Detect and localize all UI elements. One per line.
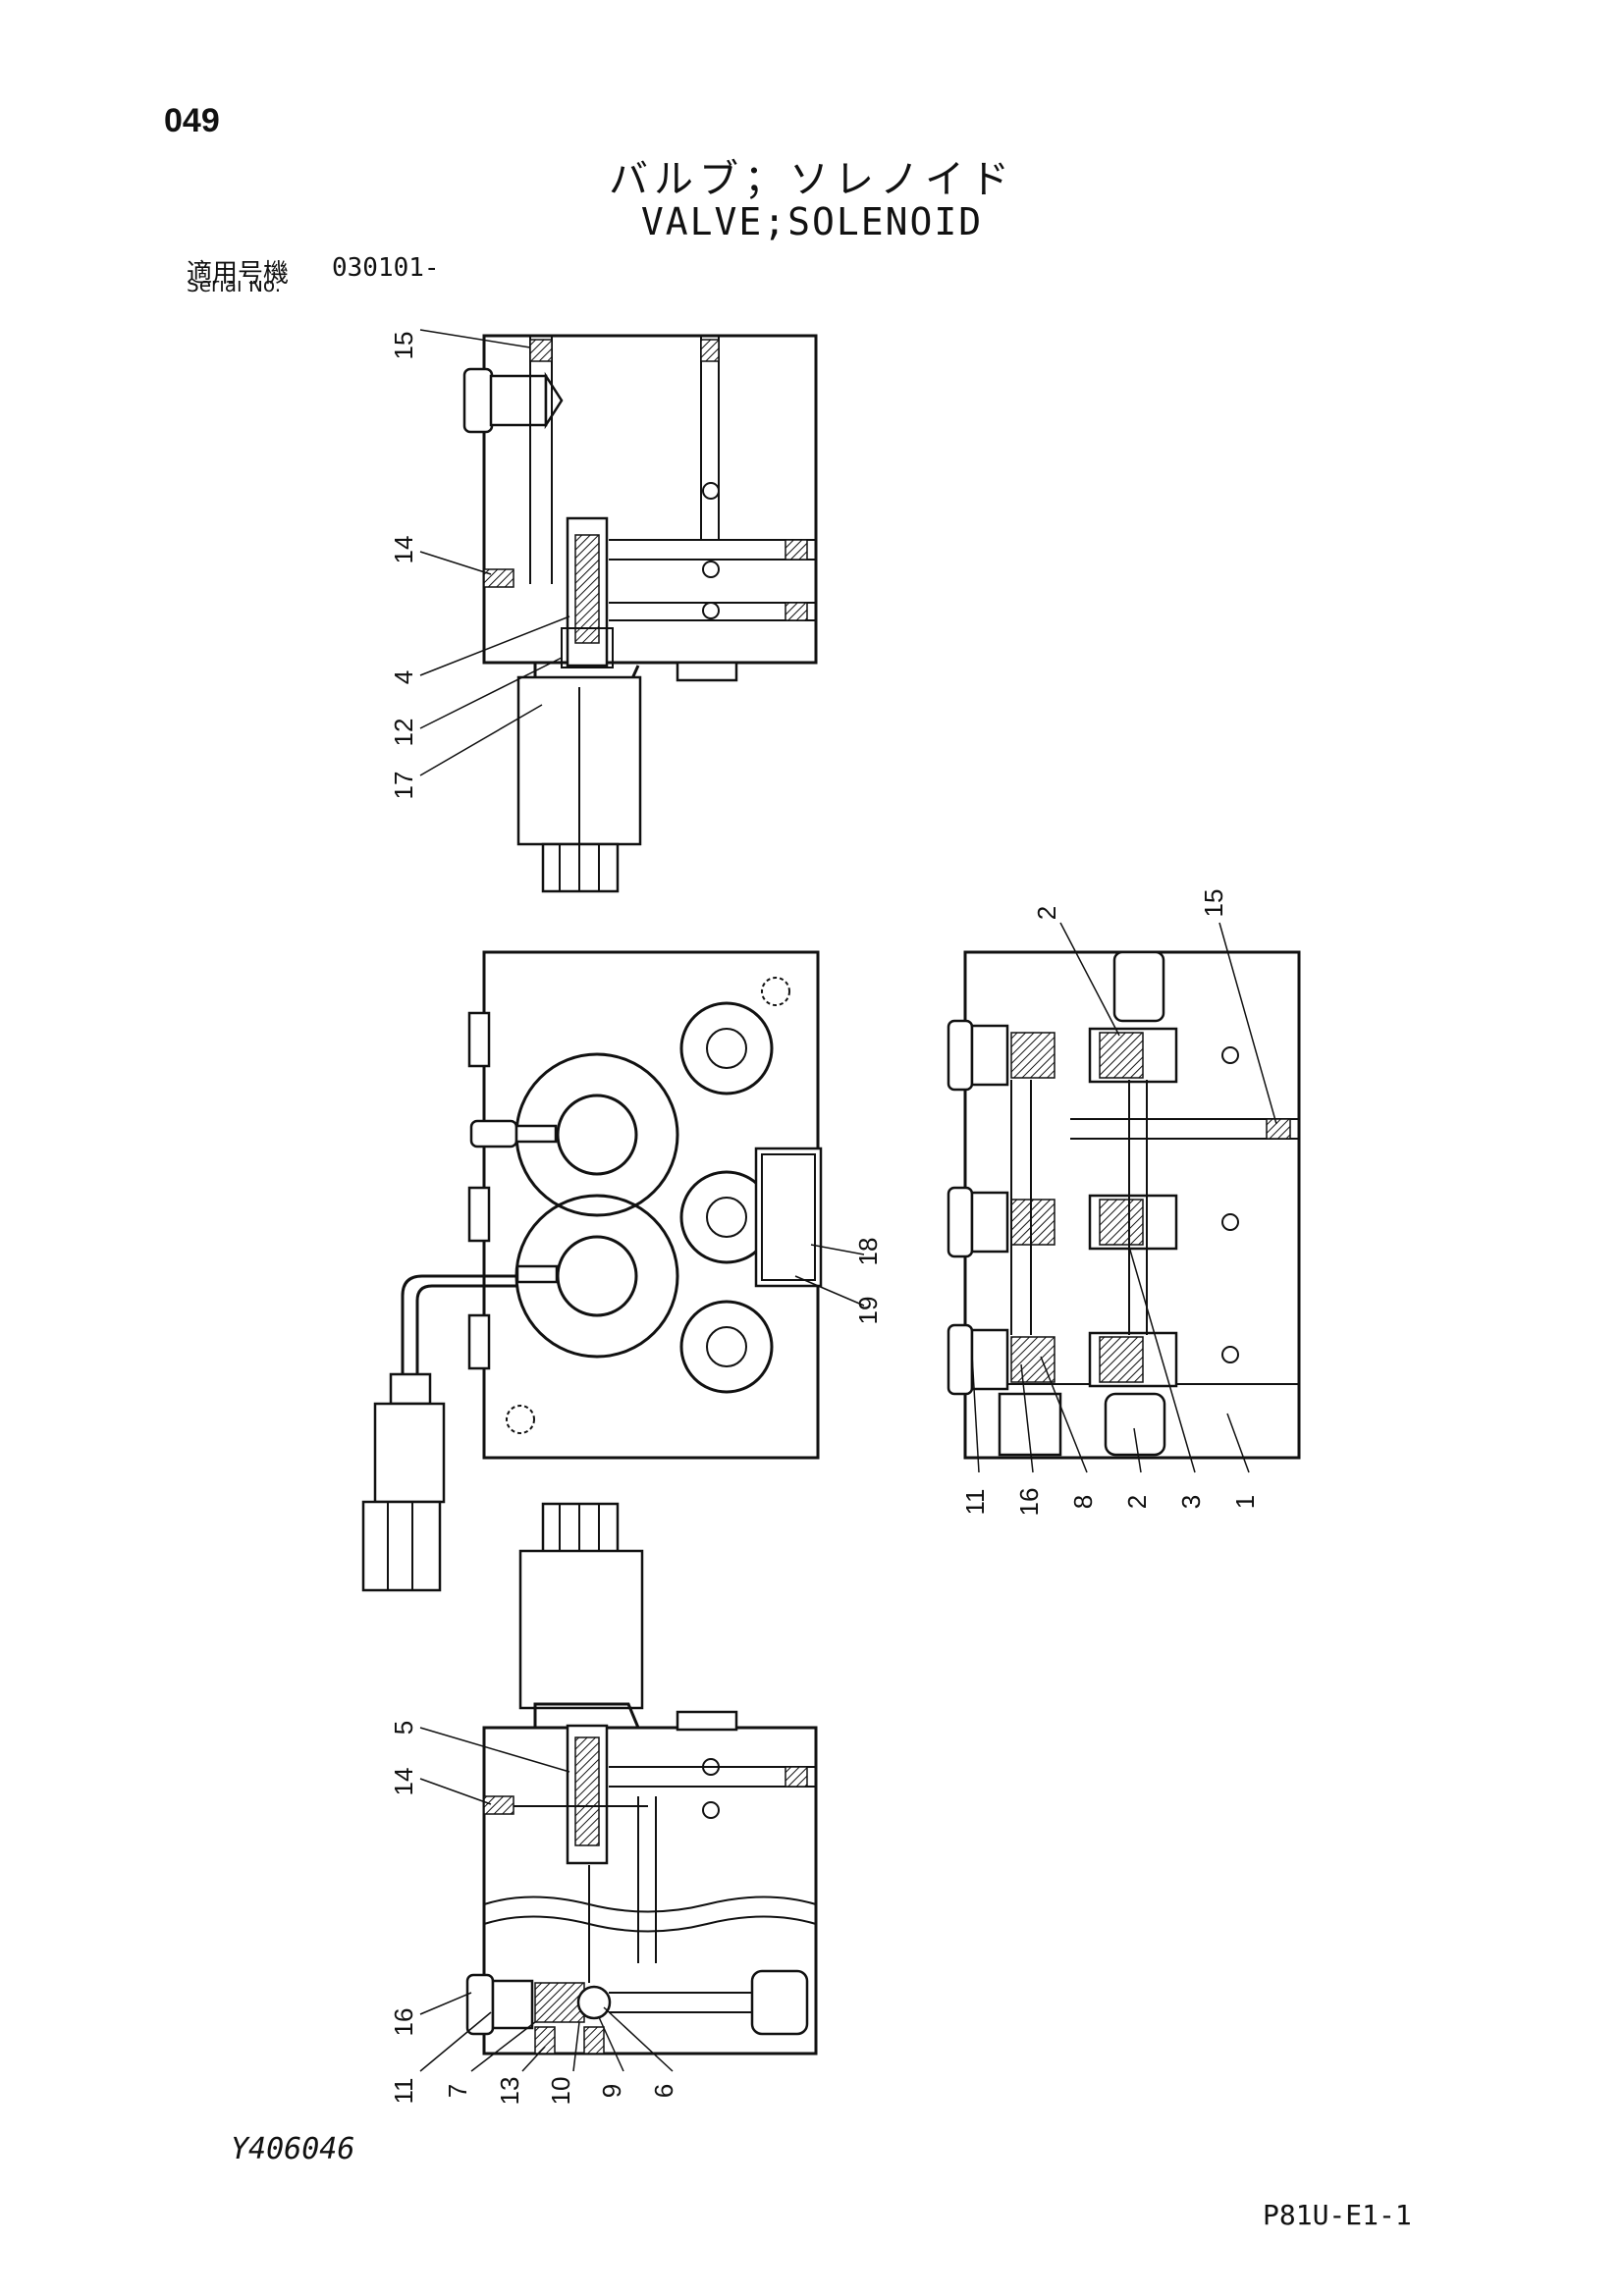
callout-8: 8 — [1068, 1495, 1098, 1509]
callout-3: 3 — [1176, 1495, 1206, 1509]
callout-12: 12 — [389, 719, 418, 747]
callout-1: 1 — [1230, 1495, 1260, 1509]
callout-2-top: 2 — [1032, 906, 1061, 920]
callouts-view-bottom: 5 14 16 11 7 13 10 9 6 — [389, 1721, 678, 2106]
callout-16-side: 16 — [1014, 1488, 1044, 1517]
callout-13: 13 — [495, 2077, 524, 2106]
callout-4: 4 — [389, 670, 418, 684]
view-side — [947, 950, 1301, 1460]
callout-15: 15 — [389, 332, 418, 360]
serial-sublabel: Serial No. — [187, 281, 282, 293]
callout-14-bottom: 14 — [389, 1768, 418, 1796]
callout-17: 17 — [389, 772, 418, 800]
callout-9: 9 — [597, 2084, 626, 2098]
callout-5: 5 — [389, 1721, 418, 1735]
callout-15-side: 15 — [1199, 889, 1228, 918]
callout-11-side: 11 — [960, 1489, 990, 1516]
callout-6: 6 — [649, 2084, 678, 2098]
view-top-section — [462, 334, 818, 893]
page-number: 049 — [164, 102, 220, 139]
view-bottom-section — [465, 1502, 818, 2056]
drawing-code: Y406046 — [231, 2132, 355, 2166]
view-face — [361, 950, 823, 1592]
callout-7: 7 — [443, 2084, 472, 2098]
callouts-view-side: 2 15 18 19 11 16 8 2 3 1 — [794, 889, 1277, 1517]
callout-2-bottom: 2 — [1122, 1495, 1152, 1509]
sheet-code: P81U-E1-1 — [1263, 2199, 1412, 2231]
callout-18: 18 — [853, 1238, 883, 1266]
serial-label: 適用号機 — [187, 259, 290, 289]
callout-10: 10 — [546, 2077, 575, 2106]
serial-value: 030101- — [332, 253, 440, 283]
title-english: VALVE;SOLENOID — [640, 200, 984, 243]
callouts-view-top: 15 14 4 12 17 — [389, 329, 570, 800]
callout-19: 19 — [853, 1297, 883, 1325]
title-japanese: バルブ；ソレノイド — [609, 157, 1015, 202]
callout-16-bottom: 16 — [389, 2008, 418, 2037]
callout-14: 14 — [389, 536, 418, 564]
callout-11-bottom: 11 — [389, 2078, 418, 2105]
